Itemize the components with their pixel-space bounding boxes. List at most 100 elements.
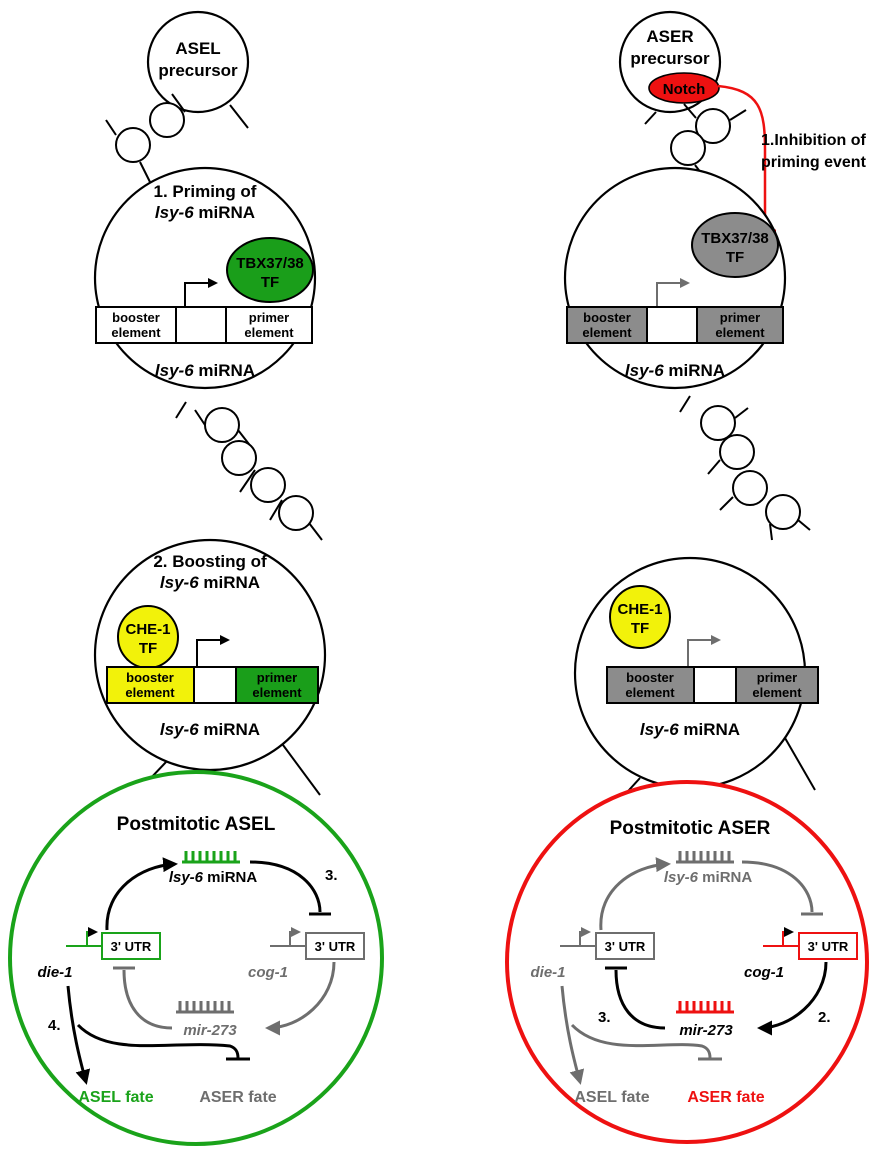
notch-inhibits-tbx [717, 84, 767, 230]
left-lineage-line-b [282, 744, 321, 796]
tbx-tf-label-2: TF [261, 274, 279, 291]
boosting-booster-label-2: element [125, 685, 175, 700]
aser-mir273-inhibits-die1 [614, 969, 666, 1030]
priming-gene-label: lsy-6 miRNA [155, 361, 255, 380]
asel-cog1-promoter [289, 927, 301, 946]
asel-step-3: 3. [325, 867, 338, 884]
priming-primer-element [225, 306, 313, 344]
aser-die1-label: die-1 [530, 964, 565, 981]
aser-lsy6-mirna-glyph [676, 851, 734, 864]
aser-boosting-primer-label-1: primer [757, 670, 797, 685]
aser-priming-gene-label: lsy-6 miRNA [625, 361, 725, 380]
aser-boosting-booster-label-2: element [625, 685, 675, 700]
aser-priming-promoter-arrow [656, 278, 690, 307]
aser-step-3: 3. [598, 1009, 611, 1026]
aser-die1-inhibits-aser-fate [570, 1023, 712, 1059]
boosting-booster-label-1: booster [126, 670, 174, 685]
right-lineage-middle [679, 395, 811, 541]
aser-die1-utr-box [595, 932, 655, 960]
aser-cog1-to-mir273-arrow [757, 961, 828, 1036]
aser-step-2: 2. [818, 1009, 831, 1026]
aser-die1-utr-label: 3' UTR [605, 939, 646, 954]
aser-priming-spacer [646, 306, 698, 344]
priming-spacer [175, 306, 227, 344]
tbx-tf-label-1: TBX37/38 [236, 255, 304, 272]
asel-die1-to-lsy6-arrow [105, 857, 178, 931]
aser-mir273-label: mir-273 [679, 1022, 733, 1039]
aser-boosting-booster-label-1: booster [626, 670, 674, 685]
boosting-spacer [193, 666, 237, 704]
boosting-promoter-arrow [196, 635, 230, 667]
aser-priming-primer-element [696, 306, 784, 344]
notch-receptor [648, 72, 720, 104]
inhibition-label-1: 1.Inhibition of [761, 132, 867, 149]
right-lineage-line-b [784, 737, 816, 791]
asel-cog1-utr-box [305, 932, 365, 960]
asel-cog1-to-mir273-arrow [265, 961, 336, 1036]
che1-tf-right-label-1: CHE-1 [617, 601, 662, 618]
aser-precursor-label-1: ASER [646, 27, 693, 46]
tbx-tf-gray-label-1: TBX37/38 [701, 230, 769, 247]
aser-die1-to-asel-fate [560, 985, 585, 1085]
priming-primer-label-2: element [244, 325, 294, 340]
postmitotic-aser-cell [505, 780, 869, 1144]
postmitotic-aser-title: Postmitotic ASER [610, 818, 771, 839]
tbx-tf-gray-label-2: TF [726, 249, 744, 266]
aser-priming-cell [563, 166, 787, 390]
aser-boosting-spacer [693, 666, 737, 704]
asel-boosting-cell [93, 538, 327, 772]
asel-lsy6-inhibits-cog1 [249, 860, 322, 913]
aser-lsy6-mirna-label: lsy-6 miRNA [664, 869, 753, 886]
boosting-primer-element [235, 666, 319, 704]
aser-cog1-promoter [782, 927, 794, 946]
asel-die1-inhibits-aser-fate [76, 1023, 240, 1059]
asel-lsy6-mirna-label: lsy-6 miRNA [169, 869, 258, 886]
tbx-tf-gray [691, 212, 779, 278]
aser-boosting-primer-label-2: element [752, 685, 802, 700]
asel-die1-promoter [86, 927, 98, 946]
asel-fate-label-in-aser: ASEL fate [574, 1089, 649, 1106]
boosting-gene-label: lsy-6 miRNA [160, 720, 260, 739]
asel-mir273-label: mir-273 [183, 1022, 237, 1039]
aser-mir273-glyph [676, 1001, 734, 1014]
aser-priming-primer-label-2: element [715, 325, 765, 340]
aser-fate-label: ASER fate [687, 1089, 764, 1106]
aser-priming-booster-label-2: element [582, 325, 632, 340]
aser-boosting-gene-label: lsy-6 miRNA [640, 720, 740, 739]
asel-precursor-label-1: ASEL [175, 39, 220, 58]
aser-fate-label-in-asel: ASER fate [199, 1089, 276, 1106]
asel-mir273-glyph [176, 1001, 234, 1014]
aser-cog1-utr-label: 3' UTR [808, 939, 849, 954]
aser-cog1-utr-box [798, 932, 858, 960]
priming-primer-label-1: primer [249, 310, 289, 325]
asel-cog1-label: cog-1 [248, 964, 288, 981]
che1-tf-label-1: CHE-1 [125, 621, 170, 638]
priming-promoter-arrow [184, 278, 218, 307]
aser-precursor-label-2: precursor [630, 49, 710, 68]
aser-lsy6-inhibits-cog1 [741, 860, 814, 913]
priming-booster-element [95, 306, 177, 344]
asel-die1-utr-label: 3' UTR [111, 939, 152, 954]
left-column: ASEL precursor 1. Priming of lsy-6 miRNA… [8, 10, 384, 1146]
postmitotic-asel-title: Postmitotic ASEL [117, 814, 276, 835]
asel-mir273-inhibits-die1 [122, 969, 173, 1030]
asel-die1-label: die-1 [37, 964, 72, 981]
che1-tf-right-label-2: TF [631, 620, 649, 637]
aser-boosting-primer-element [735, 666, 819, 704]
boosting-primer-label-2: element [252, 685, 302, 700]
inhibition-label-2: priming event [761, 154, 867, 171]
boosting-primer-label-1: primer [257, 670, 297, 685]
aser-priming-primer-label-1: primer [720, 310, 760, 325]
aser-priming-booster-element [566, 306, 648, 344]
asel-die1-utr-box [101, 932, 161, 960]
priming-booster-label-1: booster [112, 310, 160, 325]
asel-precursor-cell [146, 10, 250, 114]
boosting-booster-element [106, 666, 195, 704]
asel-cog1-utr-label: 3' UTR [315, 939, 356, 954]
boosting-title-1: 2. Boosting of [153, 552, 267, 571]
right-column: ASER precursor Notch 1.Inhibition of pri… [505, 10, 869, 1144]
aser-die1-to-lsy6-arrow [599, 857, 671, 931]
notch-label: Notch [663, 81, 706, 98]
asel-lsy6-mirna-glyph [182, 851, 240, 864]
